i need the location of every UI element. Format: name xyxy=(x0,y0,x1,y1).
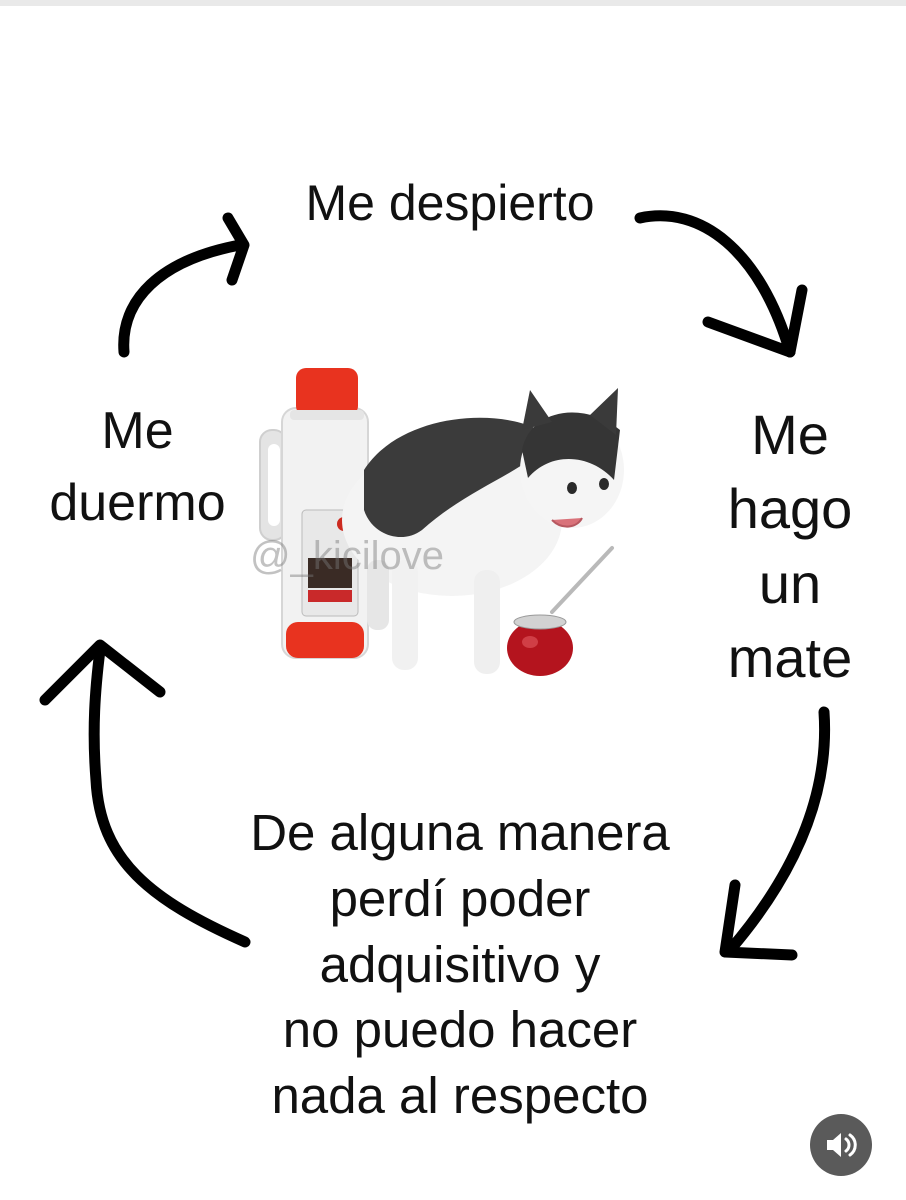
step-perdi-poder-adquisitivo: De alguna manera perdí poder adquisitivo… xyxy=(250,804,670,1125)
arrow-mate-to-poder xyxy=(724,706,831,956)
cat-icon xyxy=(342,388,624,674)
arrow-head-4 xyxy=(222,212,250,286)
mate-gourd-icon xyxy=(507,546,614,676)
arrow-duermo-to-despierto xyxy=(118,239,246,358)
step-me-despierto: Me despierto xyxy=(305,175,595,231)
arrow-head-1 xyxy=(702,284,808,358)
arrow-head-3 xyxy=(39,639,166,706)
arrow-head-2 xyxy=(719,879,798,961)
top-bar xyxy=(0,0,906,6)
step-me-hago-un-mate: Me hago un mate xyxy=(727,403,853,690)
arrow-despierto-to-mate xyxy=(634,210,796,358)
arrow-poder-to-duermo xyxy=(88,644,251,948)
cat-thermos-mate-image xyxy=(259,368,624,676)
step-me-duermo: Me duermo xyxy=(49,402,226,532)
watermark: @_kicilove xyxy=(250,534,445,578)
thermos-icon xyxy=(259,368,369,659)
sound-button[interactable] xyxy=(810,1114,872,1176)
speaker-icon xyxy=(827,1133,857,1157)
